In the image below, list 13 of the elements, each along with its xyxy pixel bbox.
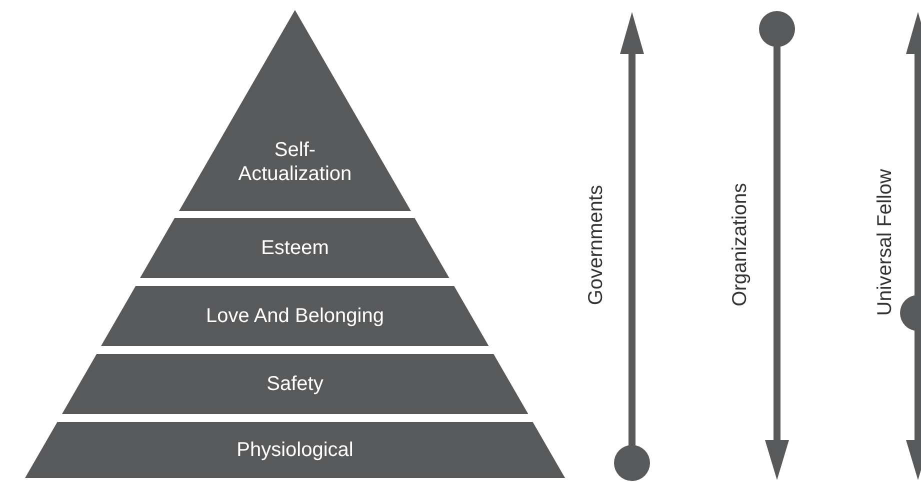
pyramid-tier	[140, 218, 450, 278]
tier-label: Physiological	[236, 438, 354, 462]
axis-label: Organizations	[728, 183, 752, 307]
pyramid-top-triangle	[179, 10, 411, 211]
tier-label: Esteem	[260, 236, 330, 260]
axis-label: Governments	[584, 184, 608, 306]
tier-label: Love And Belonging	[205, 304, 385, 328]
pyramid-tier	[101, 286, 489, 346]
pyramid-tier	[24, 422, 566, 478]
tier-label: Self-Actualization	[237, 138, 353, 186]
pyramid-tier	[62, 354, 528, 414]
axis-label: Universal Fellow	[874, 168, 896, 316]
tier-label: Safety	[266, 372, 324, 396]
